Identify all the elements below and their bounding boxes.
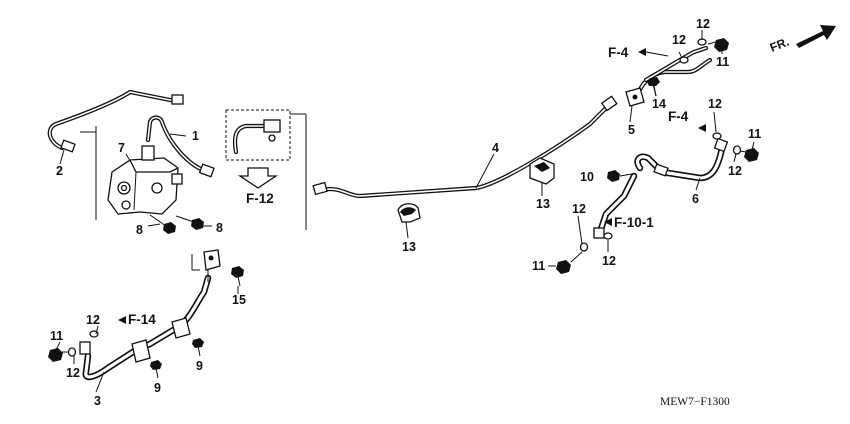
callout-9-a: 9: [196, 359, 203, 373]
front-direction-arrow-icon: FR.: [768, 25, 836, 55]
callout-12-d: 12: [728, 164, 742, 178]
ref-arrow-icon-f4-top: [638, 48, 646, 56]
leader-lines: [55, 30, 755, 393]
callout-12-a: 12: [672, 33, 686, 47]
callout-8-b: 8: [216, 221, 223, 235]
callout-12-h: 12: [66, 366, 80, 380]
brake-pipe-1: [145, 115, 215, 178]
down-arrow-icon: [237, 167, 279, 189]
brake-pipe-2: [47, 89, 184, 153]
ref-arrow-icon-f14: [118, 316, 126, 324]
ref-f-14: F-14: [128, 312, 156, 327]
bolt-9-a: [192, 338, 204, 357]
ref-f-4-top: F-4: [608, 45, 629, 60]
callout-12-c: 12: [708, 97, 722, 111]
section-references: F-12 F-14 F-4 F-4 F-10-1: [128, 45, 689, 327]
diagram-code: MEW7−F1300: [660, 396, 730, 408]
bolt-10: [607, 170, 633, 182]
front-label: FR.: [768, 35, 791, 55]
brake-pipe-4: [312, 95, 618, 199]
bolt-9-b: [150, 360, 162, 379]
callout-2: 2: [56, 164, 63, 178]
callout-8-a: 8: [136, 223, 143, 237]
brake-hose-3: [79, 249, 221, 381]
callout-6: 6: [692, 192, 699, 206]
callout-4: 4: [492, 141, 499, 155]
brake-hose-6: [593, 137, 729, 239]
callout-11-a: 11: [716, 55, 729, 69]
clamp-13-b: [529, 157, 555, 185]
bolt-15: [231, 266, 244, 287]
callout-11-d: 11: [50, 329, 63, 343]
callout-7: 7: [118, 141, 125, 155]
clamp-13-a: [397, 203, 421, 223]
callout-numbers: 1 2 3 4 5 6 7 8 8 9 9 10 11 11 11 11 12 …: [50, 17, 761, 408]
callout-12-e: 12: [572, 202, 586, 216]
callout-10: 10: [580, 170, 594, 184]
ref-f-12: F-12: [246, 191, 274, 206]
ref-arrow-icon-f10: [604, 218, 612, 226]
callout-5: 5: [628, 123, 635, 137]
callout-15: 15: [232, 293, 246, 307]
callout-13-a: 13: [536, 197, 550, 211]
ref-arrow-icon-f4-right: [698, 124, 706, 132]
bolt-8-b: [175, 215, 204, 230]
callout-11-c: 11: [532, 259, 545, 273]
detail-inset-box: [225, 109, 291, 189]
callout-12-g: 12: [86, 313, 100, 327]
callout-13-b: 13: [402, 240, 416, 254]
bolt-8-a: [149, 214, 176, 234]
ref-f-4-right: F-4: [668, 109, 689, 124]
callout-12-f: 12: [602, 254, 616, 268]
callout-3: 3: [94, 394, 101, 408]
callout-12-b: 12: [696, 17, 710, 31]
bolt-14: [647, 77, 660, 97]
callout-1: 1: [192, 129, 199, 143]
ref-f-10-1: F-10-1: [614, 215, 654, 230]
callout-14: 14: [652, 97, 666, 111]
callout-11-b: 11: [748, 127, 761, 141]
callout-9-b: 9: [154, 381, 161, 395]
brake-pipe-5: [625, 45, 713, 107]
proportioning-valve-7: [107, 145, 183, 215]
